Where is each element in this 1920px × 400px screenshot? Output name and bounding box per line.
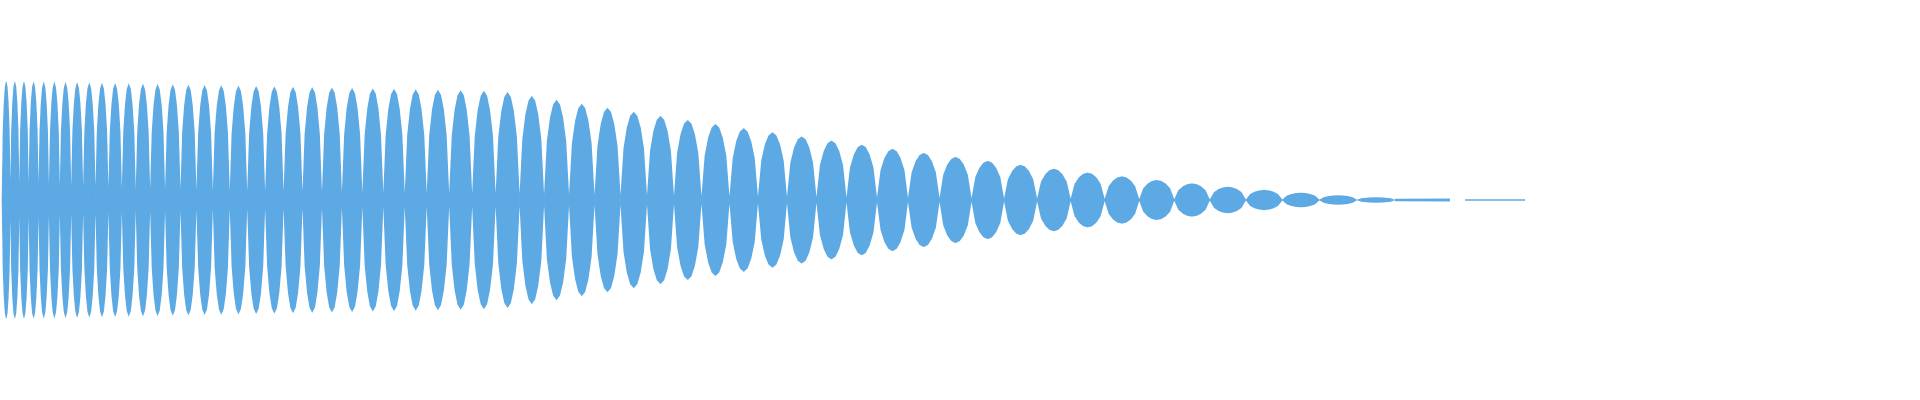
waveform-tail [1395, 198, 1525, 202]
waveform-envelope [1, 81, 1397, 319]
